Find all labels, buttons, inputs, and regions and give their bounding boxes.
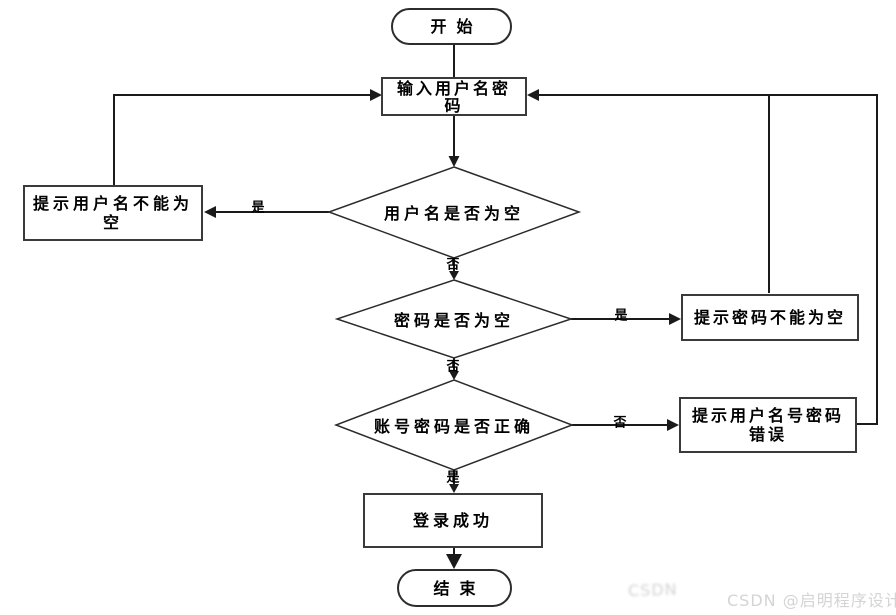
node-prompt-password-empty: 提示密码不能为空 <box>681 294 859 341</box>
arrowhead-into-prompt-username <box>204 206 216 218</box>
arrowhead-into-prompt-credentials <box>667 419 679 431</box>
node-check-credentials-label: 账号密码是否正确 <box>373 417 535 436</box>
arrowhead-into-end <box>446 554 462 569</box>
node-input-credentials: 输入用户名密 码 <box>381 77 527 116</box>
edge-label-username-no: 否 <box>446 257 460 273</box>
edge-prompt-username-loop-to-input <box>113 94 371 185</box>
node-login-success: 登录成功 <box>363 493 543 548</box>
watermark-csdn: CSDN @启明程序设计 <box>727 591 896 610</box>
node-prompt-credentials-error: 提示用户名号密码 错误 <box>679 397 857 453</box>
node-check-username-label: 用户名是否为空 <box>383 204 525 223</box>
node-prompt-username-empty: 提示用户名不能为 空 <box>23 185 203 241</box>
node-login-success-label: 登录成功 <box>412 511 493 530</box>
edge-label-credentials-yes: 是 <box>446 470 460 486</box>
node-prompt-password-empty-label: 提示密码不能为空 <box>693 308 846 327</box>
arrowhead-loop-right-into-input <box>527 89 539 101</box>
edge-prompt-credentials-loop-to-input <box>538 94 878 425</box>
arrowhead-into-prompt-password <box>669 313 681 325</box>
arrowhead-into-check-credentials <box>449 371 459 380</box>
arrowhead-loop-left-into-input <box>370 89 382 101</box>
node-start: 开始 <box>391 8 512 45</box>
node-end: 结束 <box>397 569 512 607</box>
arrowhead-into-login-success <box>449 484 459 493</box>
edge-label-username-yes: 是 <box>251 200 265 216</box>
decision-check-username-shape <box>326 166 582 259</box>
edge-label-password-yes: 是 <box>614 308 628 324</box>
decision-check-credentials-shape <box>333 379 575 471</box>
decision-check-password-shape <box>334 279 574 359</box>
edge-label-credentials-no: 否 <box>613 415 627 431</box>
node-check-password-label: 密码是否为空 <box>393 311 515 330</box>
node-prompt-credentials-error-label: 提示用户名号密码 错误 <box>691 406 844 444</box>
node-start-label: 开始 <box>430 17 483 36</box>
node-prompt-username-empty-label: 提示用户名不能为 空 <box>32 194 193 232</box>
node-input-credentials-label: 输入用户名密 码 <box>396 78 511 115</box>
arrowhead-into-check-password <box>449 271 459 280</box>
watermark-blurred: CSDN <box>627 579 678 601</box>
arrowhead-into-check-username <box>448 156 460 167</box>
edge-label-password-no: 否 <box>446 359 460 375</box>
node-end-label: 结束 <box>433 578 486 598</box>
